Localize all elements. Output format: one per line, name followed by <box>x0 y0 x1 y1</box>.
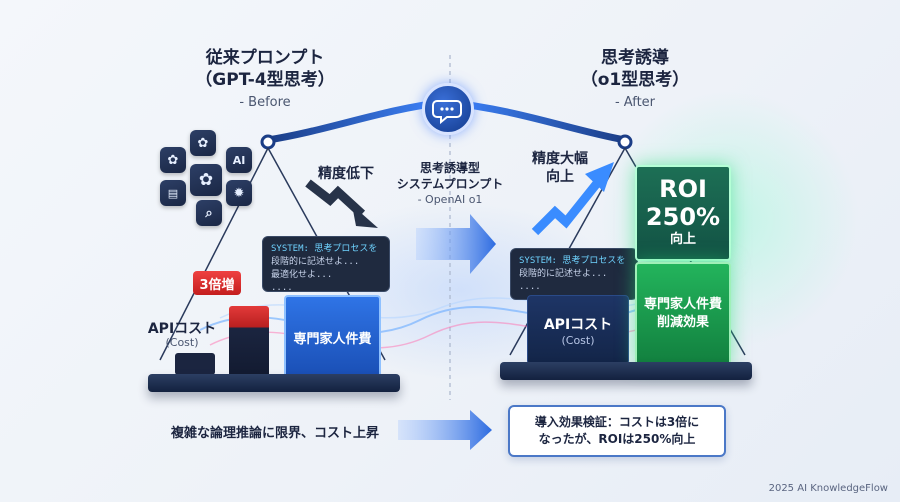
left-pivot <box>260 134 276 150</box>
callout-line1: 導入効果検証：コストは3倍に <box>534 415 700 429</box>
bottom-transition-arrow <box>398 410 492 450</box>
footer-credit: 2025 AI KnowledgeFlow <box>768 483 888 494</box>
expert-reduce-line1: 専門家人件費 <box>643 297 722 312</box>
expert-cost-block: 専門家人件費 <box>284 295 381 379</box>
right-title: 思考誘導 （o1型思考） <box>560 47 710 91</box>
left-title-line1: 従来プロンプト <box>205 48 325 68</box>
right-api-cost-sub: (Cost) <box>561 334 595 347</box>
search-icon: ⌕ <box>196 200 222 226</box>
roi-line1: ROI <box>659 175 707 203</box>
accuracy-up-label: 精度大幅 向上 <box>520 150 600 186</box>
left-small-block <box>175 353 215 375</box>
sys-left-line1-text: SYSTEM: 思考プロセスを <box>271 244 378 254</box>
left-subtitle: - Before <box>239 95 291 110</box>
left-title: 従来プロンプト （GPT-4型思考） <box>190 47 340 91</box>
right-pivot <box>617 134 633 150</box>
sys-right-line3: .... <box>519 282 541 292</box>
center-label: 思考誘導型 システムプロンプト - OpenAI o1 <box>385 160 515 208</box>
expert-reduction-block: 専門家人件費 削減効果 <box>635 262 731 366</box>
callout-line2: なったが、ROIは250%向上 <box>538 432 696 446</box>
left-api-cost-label: APIコスト <box>147 321 217 337</box>
sys-right-line1-text: SYSTEM: 思考プロセスを <box>519 256 626 266</box>
sys-right-line2: 段階的に記述せよ... <box>519 269 608 279</box>
accuracy-up-label-line2: 向上 <box>546 169 574 185</box>
right-title-line2: （o1型思考） <box>580 70 690 90</box>
sys-left-line2: 段階的に記述せよ... <box>271 257 360 267</box>
left-bottom-caption: 複雑な論理推論に限界、コスト上昇 <box>170 426 379 441</box>
right-subtitle: - After <box>614 95 656 110</box>
left-api-cost-sub: (Cost) <box>165 336 199 349</box>
accuracy-down-arrow <box>305 179 366 218</box>
openai-icon: ✿ <box>160 147 186 173</box>
accuracy-up-label-line1: 精度大幅 <box>532 151 588 167</box>
accuracy-up-arrowhead <box>585 162 614 192</box>
ai-icon: AI <box>226 147 252 173</box>
roi-line3: 向上 <box>669 232 696 247</box>
settings-icon: ✹ <box>226 180 252 206</box>
center-transition-arrow <box>416 214 496 274</box>
chat-hub <box>422 83 474 135</box>
system-prompt-card-right: SYSTEM: 思考プロセスを 段階的に記述せよ... .... <box>510 248 638 300</box>
sys-right-line1: SYSTEM: 思考プロセスを <box>519 255 629 268</box>
accuracy-up-arrow <box>531 179 602 236</box>
center-label-line3: - OpenAI o1 <box>417 193 483 206</box>
result-callout: 導入効果検証：コストは3倍に なったが、ROIは250%向上 <box>508 405 726 457</box>
openai-icon: ✿ <box>190 164 222 196</box>
right-title-line1: 思考誘導 <box>601 48 669 68</box>
sys-left-line4: .... <box>271 283 293 293</box>
right-api-cost-label: APIコスト <box>543 317 613 333</box>
roi-block: ROI 250% 向上 <box>635 165 731 261</box>
app-icon-cluster: ✿ ✿ AI ▤ ✿ ✹ ⌕ <box>160 130 255 226</box>
accuracy-down-label: 精度低下 <box>318 166 374 182</box>
cost-multiplier-badge: 3倍増 <box>193 271 241 295</box>
left-title-line2: （GPT-4型思考） <box>195 70 335 90</box>
sys-left-line1: SYSTEM: 思考プロセスを <box>271 243 381 256</box>
accuracy-down-arrowhead <box>352 205 378 228</box>
center-label-line2: システムプロンプト <box>396 177 504 191</box>
right-api-cost-block: APIコスト (Cost) <box>527 295 629 365</box>
api-cost-stack <box>229 306 269 378</box>
roi-line2: 250% <box>645 203 721 231</box>
openai-icon: ✿ <box>190 130 216 156</box>
sys-left-line3: 最適化せよ... <box>271 270 333 280</box>
left-scale-pan <box>148 374 400 392</box>
expert-reduce-line2: 削減効果 <box>656 315 709 330</box>
center-label-line1: 思考誘導型 <box>419 161 480 175</box>
document-icon: ▤ <box>160 180 186 206</box>
right-scale-pan <box>500 362 752 380</box>
system-prompt-card-left: SYSTEM: 思考プロセスを 段階的に記述せよ... 最適化せよ... ...… <box>262 236 390 293</box>
chat-bubble-icon <box>432 100 462 125</box>
